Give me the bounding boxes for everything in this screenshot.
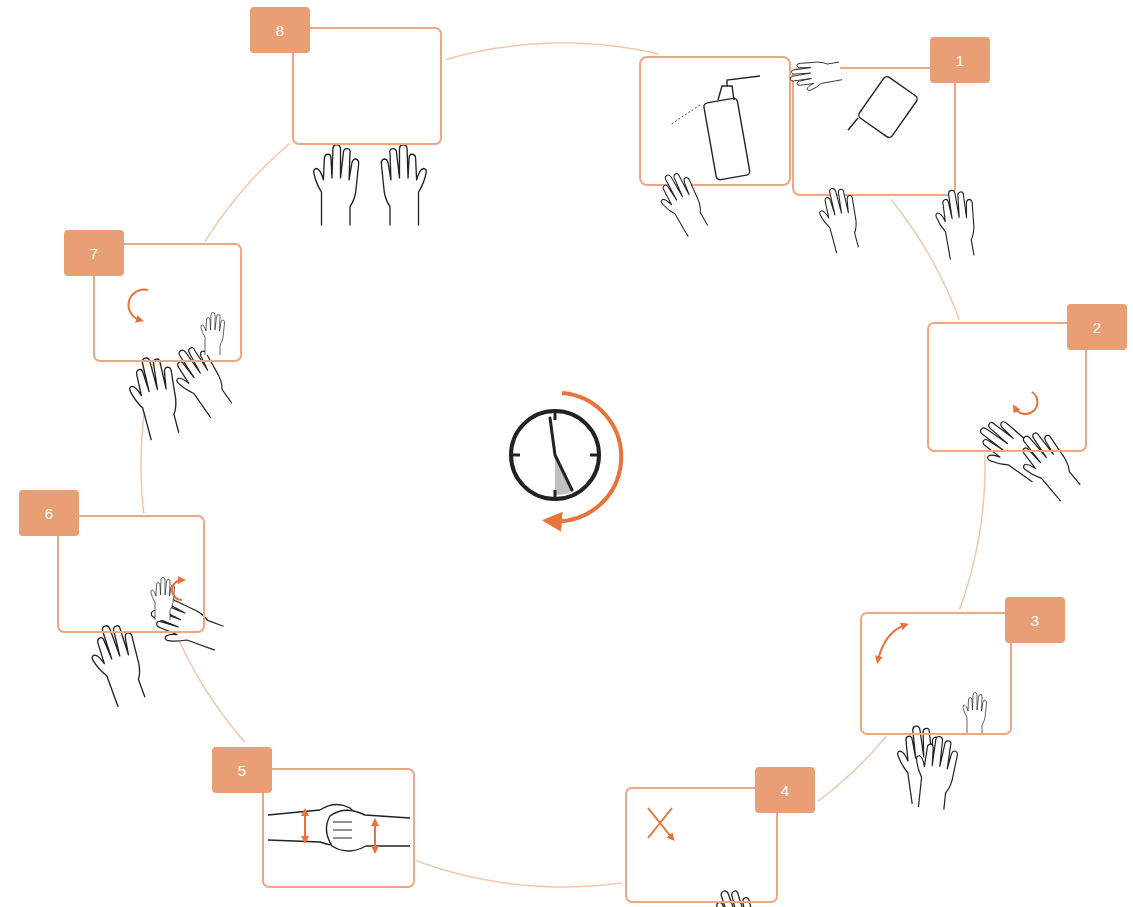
clock-icon <box>511 393 621 521</box>
step-panel: 4 <box>625 787 778 903</box>
circle-arc <box>177 636 245 743</box>
step-panel: 3 <box>860 612 1012 735</box>
step-panel: 8 <box>292 27 442 145</box>
step-5-art <box>268 804 410 851</box>
step-2-art <box>969 392 1086 506</box>
step-1-panels <box>640 57 981 261</box>
step-number: 6 <box>19 490 79 536</box>
step-panel: 2 <box>927 322 1087 452</box>
step-8-art <box>314 145 427 226</box>
step-number: 7 <box>64 230 124 276</box>
step-number: 2 <box>1067 304 1127 350</box>
circle-arc <box>818 736 886 801</box>
step-3-art <box>878 625 987 810</box>
circle-arc <box>960 454 986 610</box>
circle-arc <box>205 144 289 242</box>
step-number: 5 <box>212 747 272 793</box>
step-number: 3 <box>1005 597 1065 643</box>
step-number: 4 <box>755 767 815 813</box>
step-number: 1 <box>930 37 990 83</box>
step-7-art <box>123 289 238 442</box>
step-panel: 7 <box>93 243 242 362</box>
step-number: 8 <box>250 7 310 53</box>
step-panel: 6 <box>57 515 205 633</box>
step-panel: 1 <box>638 55 957 197</box>
step-panel: 5 <box>262 768 415 888</box>
step-4-art <box>634 808 769 907</box>
circle-arc <box>416 861 622 887</box>
circle-arc <box>446 43 659 60</box>
